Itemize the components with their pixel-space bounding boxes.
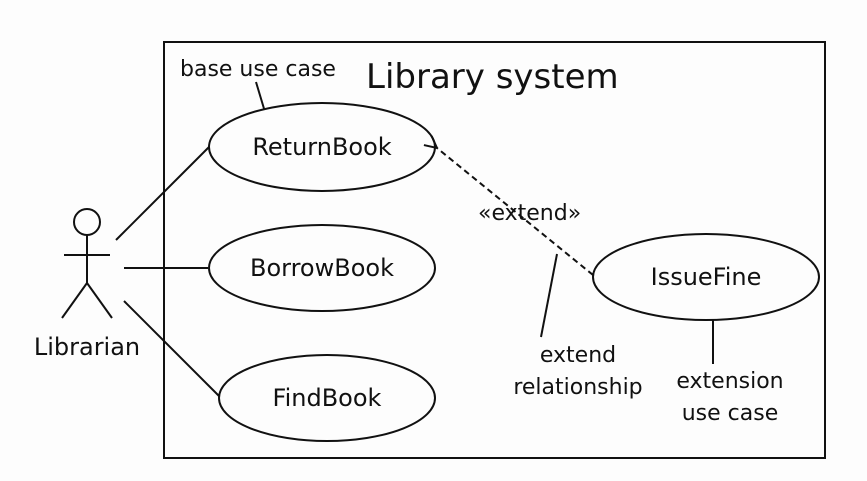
extend-relationship-note-line1: extend: [540, 343, 616, 368]
use-case-borrowbook: [208, 224, 436, 312]
use-case-issuefine-label: IssueFine: [651, 263, 762, 291]
use-case-borrowbook-label: BorrowBook: [250, 254, 394, 282]
extend-stereotype-label: «extend»: [478, 201, 581, 226]
system-boundary: [163, 41, 826, 459]
association-returnbook: [115, 145, 211, 241]
use-case-findbook: [218, 354, 436, 442]
use-case-returnbook-label: ReturnBook: [252, 133, 391, 161]
extend-dependency-arrow: [437, 148, 594, 276]
librarian-actor-figure: [61, 208, 113, 319]
extend-relationship-note-line2: relationship: [513, 375, 642, 400]
extension-use-case-note-line1: extension: [676, 369, 783, 394]
base-use-case-pointer: [255, 81, 266, 113]
actor-label: Librarian: [34, 333, 140, 361]
use-case-findbook-label: FindBook: [273, 384, 382, 412]
use-case-issuefine: [592, 233, 820, 321]
extend-relationship-pointer: [540, 253, 558, 338]
association-findbook: [123, 300, 221, 398]
system-title: Library system: [366, 57, 619, 97]
base-use-case-note: base use case: [180, 57, 336, 82]
extension-use-case-note-line2: use case: [682, 401, 779, 426]
